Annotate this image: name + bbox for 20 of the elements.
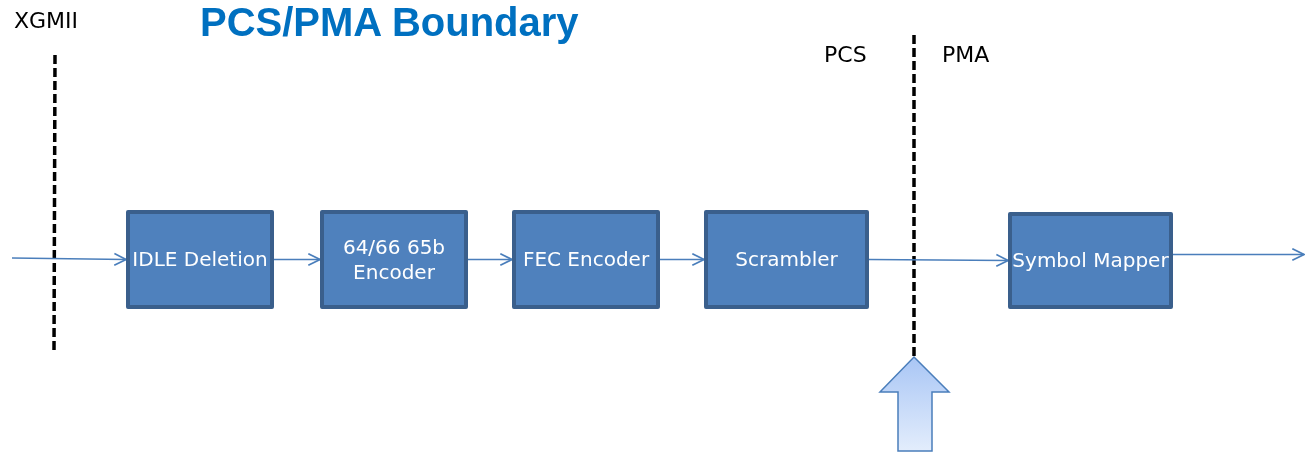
region-label: XGMII	[14, 8, 79, 33]
box-label: FEC Encoder	[522, 247, 650, 272]
region-label: PMA	[942, 42, 990, 67]
process-box	[126, 210, 274, 309]
box-label: Symbol Mapper	[1012, 248, 1169, 273]
process-box	[704, 210, 869, 309]
arrow	[273, 252, 321, 267]
box-label: IDLE Deletion	[132, 247, 268, 272]
process-box	[1008, 212, 1173, 309]
region-label: PCS	[824, 42, 867, 67]
arrow	[868, 253, 1009, 268]
box-label: Scrambler	[735, 247, 838, 272]
arrow	[11, 252, 127, 266]
box-label: 64/66 65b Encoder	[341, 235, 447, 284]
title: PCS/PMA Boundary	[200, 0, 579, 45]
process-box	[320, 210, 468, 309]
arrow	[659, 252, 705, 267]
arrow	[467, 252, 513, 267]
arrow	[1172, 247, 1305, 262]
process-box	[512, 210, 660, 309]
